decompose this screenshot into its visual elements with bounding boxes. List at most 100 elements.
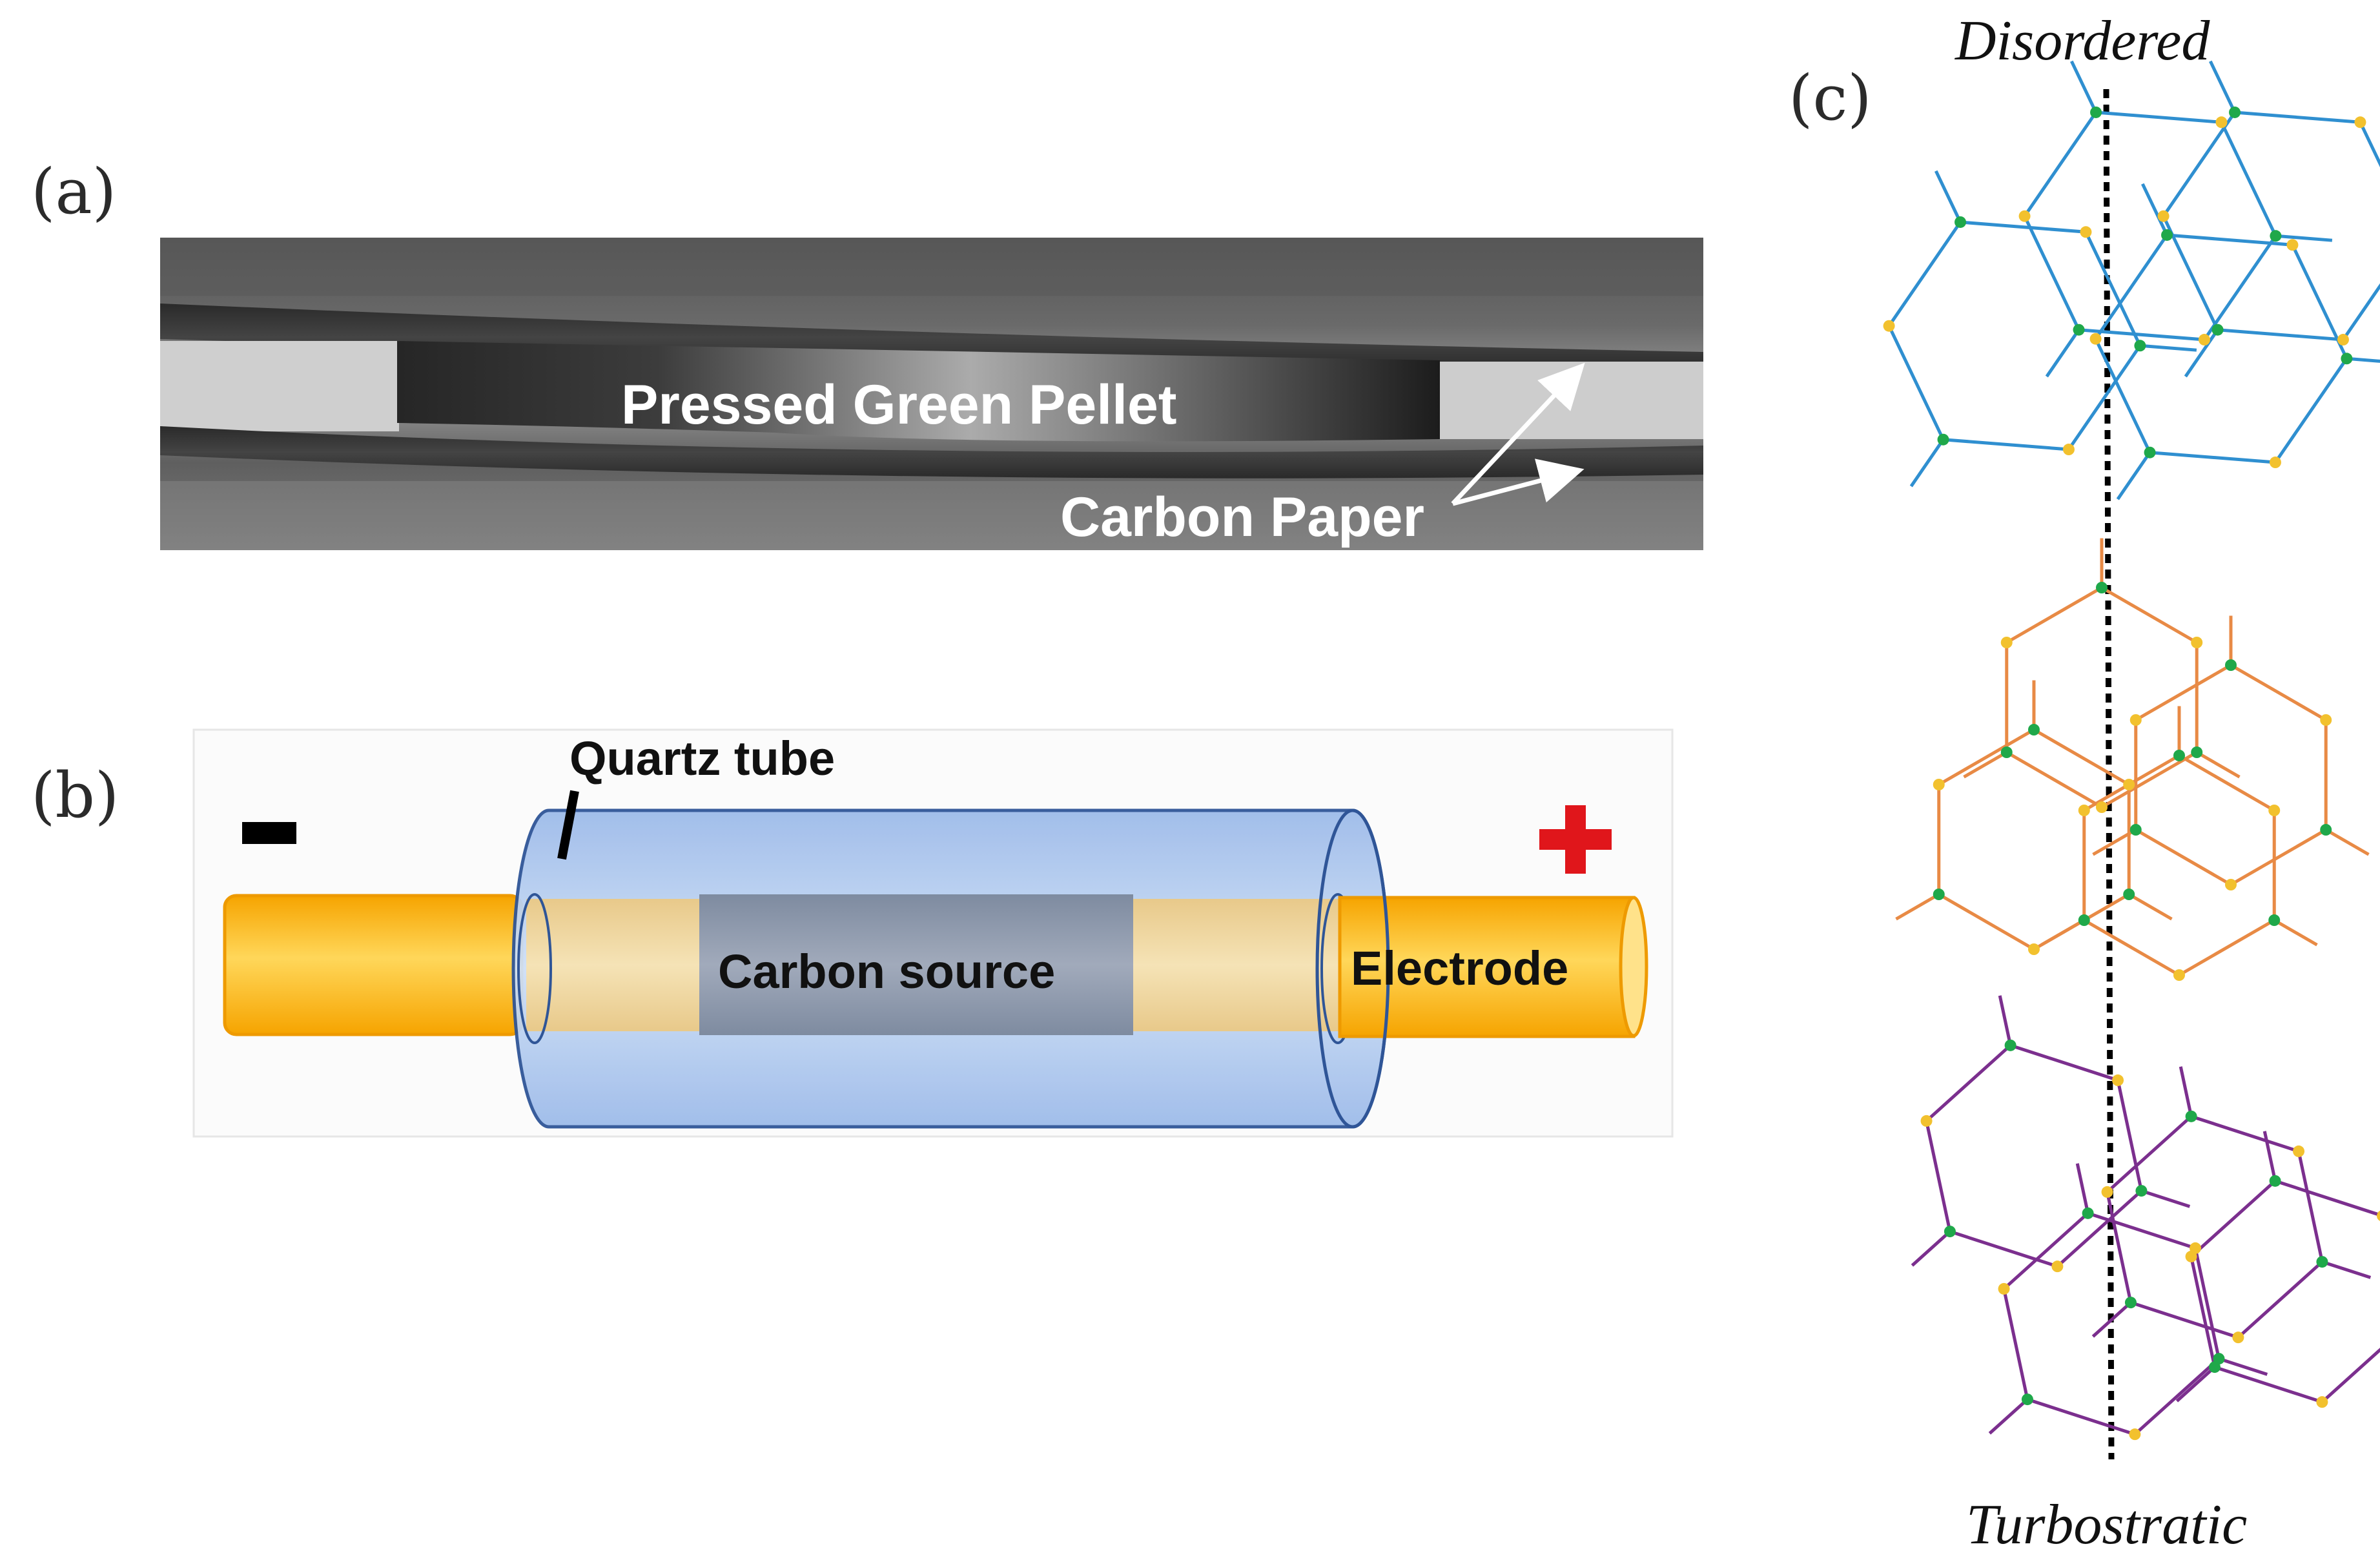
bond-line — [2094, 338, 2151, 453]
carbon-atom — [2320, 824, 2332, 836]
inner-right-segment — [1133, 899, 1346, 1031]
carbon-atom — [1883, 320, 1895, 332]
dangling-bond — [2346, 356, 2380, 363]
bond-line — [2220, 121, 2277, 237]
bond-line — [2178, 754, 2275, 812]
carbon-atom — [1954, 216, 1967, 228]
bond-line — [2202, 234, 2277, 341]
carbon-atom — [2078, 914, 2090, 926]
pressed-green-pellet — [397, 341, 1440, 442]
dangling-bond — [2040, 918, 2086, 947]
minus-sign-icon — [242, 822, 296, 844]
lattice-top — [1883, 60, 2380, 500]
bond-line — [2237, 1260, 2324, 1339]
dangling-bond — [1998, 995, 2013, 1046]
carbon-atom — [2135, 1185, 2148, 1197]
dangling-bond — [1911, 1230, 1951, 1267]
right-gap — [1440, 362, 1703, 439]
carbon-atom — [2004, 1039, 2016, 1051]
carbon-atom — [2124, 1297, 2137, 1309]
bond-line — [1925, 1044, 2012, 1122]
bond-line — [2023, 111, 2098, 218]
carbon-atom — [2123, 889, 2135, 900]
left-gap — [160, 341, 399, 431]
bond-line — [2133, 1357, 2221, 1436]
carbon-source — [699, 894, 1133, 1035]
quartz-pointer — [557, 790, 579, 860]
bond-line — [2006, 750, 2103, 809]
bond-line — [2193, 1248, 2221, 1359]
carbon-atom — [2161, 229, 2173, 241]
carbon-atom — [2078, 805, 2090, 816]
bond-line — [2178, 918, 2275, 977]
dangling-bond — [2209, 60, 2237, 114]
carbon-atom — [2268, 805, 2281, 816]
dangling-bond — [2195, 750, 2241, 779]
bond-line — [2100, 586, 2198, 644]
carbon-atom — [2123, 779, 2135, 790]
bond-line — [2094, 234, 2169, 340]
panel-a-photo: Pressed Green Pellet Carbon Paper — [160, 238, 1703, 550]
carbon-atom — [2185, 1110, 2197, 1122]
bond-line — [2083, 918, 2180, 977]
disordered-label: Disordered — [1954, 10, 2210, 72]
carbon-atom — [2316, 1396, 2328, 1408]
carbon-atom — [2270, 230, 2282, 242]
dangling-bond — [1895, 892, 1940, 921]
dangling-bond — [2116, 451, 2151, 500]
turbostratic-label: Turbostratic — [1966, 1494, 2247, 1553]
bond-line — [2002, 1211, 2089, 1290]
dangling-bond — [1934, 170, 1962, 223]
bond-line — [2190, 1179, 2277, 1258]
dangling-bond — [2140, 344, 2197, 352]
bond-line — [2190, 1115, 2299, 1153]
bond-line — [2084, 231, 2142, 347]
carbon-atom — [1933, 889, 1945, 900]
bond-line — [1887, 221, 1962, 327]
carbon-atom — [2215, 116, 2228, 129]
carbon-atom — [2268, 914, 2281, 926]
carbon-atom — [1937, 433, 1949, 446]
bond-line — [2162, 111, 2237, 218]
carbon-atom — [1920, 1115, 1933, 1127]
bond-line — [1938, 728, 2035, 787]
carbon-atom — [2096, 801, 2108, 813]
bond-line — [2166, 233, 2293, 247]
carbon-atom — [2096, 582, 2108, 593]
carbon-atom — [2129, 824, 2142, 836]
carbon-atom — [2269, 1175, 2281, 1187]
panel-b-label: (b) — [31, 759, 119, 832]
pellet-label: Pressed Green Pellet — [621, 374, 1176, 436]
upper-carbon-paper — [160, 303, 1703, 371]
inner-left-cap — [517, 893, 552, 1044]
dangling-bond — [2179, 1066, 2193, 1117]
carbon-atom — [2028, 724, 2040, 735]
carbon-atom — [2269, 457, 2281, 469]
dangling-bond — [2091, 1301, 2132, 1338]
bond-line — [2100, 750, 2198, 809]
carbon-atom — [2286, 239, 2299, 251]
carbon-atom — [2144, 446, 2156, 458]
carbon-atom — [2191, 637, 2203, 648]
carbon-atom — [2208, 1361, 2221, 1373]
dangling-bond — [2140, 1189, 2191, 1208]
bond-line — [2106, 1115, 2193, 1193]
dangling-bond — [2275, 234, 2333, 242]
carbon-atom — [2134, 340, 2146, 352]
carbon-atom — [2354, 116, 2366, 129]
carbon-atom — [2129, 714, 2142, 726]
dangling-bond — [2262, 1131, 2277, 1182]
bond-line — [2274, 1179, 2380, 1217]
carbon-atom — [2028, 943, 2040, 955]
dangling-bond — [2141, 183, 2169, 236]
carbon-atom — [2101, 1186, 2113, 1198]
carbon-atom — [2191, 746, 2203, 758]
electrode-label: Electrode — [1351, 941, 1568, 995]
bond-line — [2273, 357, 2348, 464]
bond-line — [2006, 586, 2103, 644]
dangling-bond — [1909, 438, 1945, 488]
carbon-atom — [2018, 210, 2031, 222]
dangling-bond — [2273, 918, 2318, 947]
carbon-atom — [2089, 333, 2102, 345]
carbon-atom — [2129, 1428, 2141, 1441]
